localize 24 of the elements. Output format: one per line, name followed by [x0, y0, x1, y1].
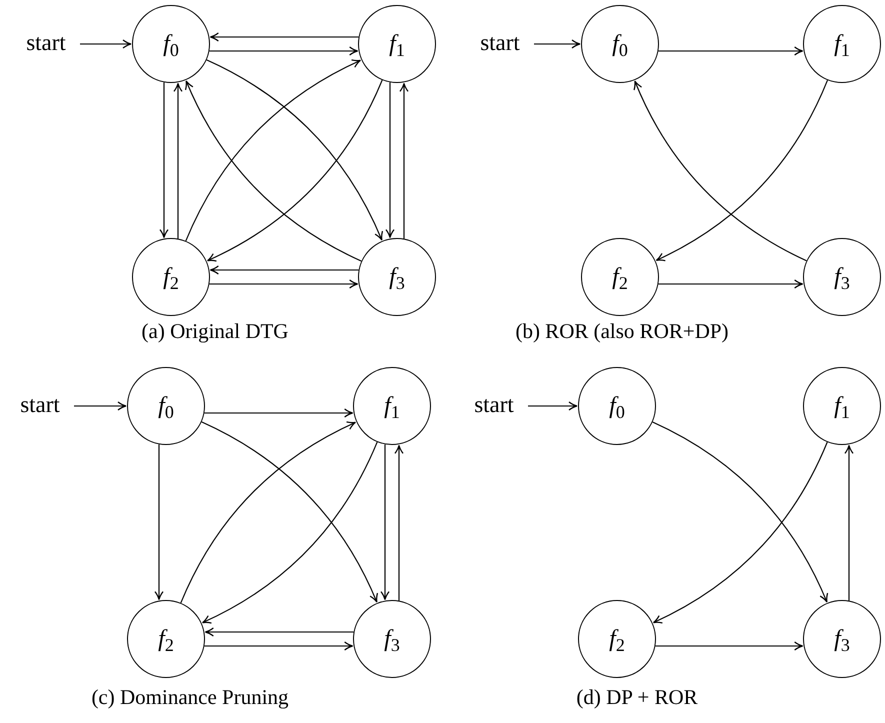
state-label: f$_{2}$ — [609, 627, 625, 651]
subfigure-caption: (d) DP + ROR — [576, 687, 698, 708]
state-label: f$_{1}$ — [389, 32, 405, 56]
subfigure-caption: (b) ROR (also ROR+DP) — [515, 321, 729, 342]
start-label: start — [466, 31, 534, 54]
state-label: f$_{1}$ — [834, 32, 850, 56]
start-label: start — [12, 31, 80, 54]
state-label: f$_{0}$ — [612, 32, 628, 56]
start-label: start — [6, 393, 74, 416]
state-label: f$_{2}$ — [163, 265, 179, 289]
state-label: f$_{1}$ — [834, 394, 850, 418]
subfigure-caption: (a) Original DTG — [142, 321, 288, 342]
state-label: f$_{3}$ — [384, 627, 400, 651]
state-label: f$_{0}$ — [163, 32, 179, 56]
state-label: f$_{3}$ — [389, 265, 405, 289]
state-label: f$_{2}$ — [612, 265, 628, 289]
state-label: f$_{3}$ — [834, 627, 850, 651]
state-label: f$_{0}$ — [158, 394, 174, 418]
state-label: f$_{3}$ — [834, 265, 850, 289]
state-label: f$_{2}$ — [158, 627, 174, 651]
state-label: f$_{0}$ — [609, 394, 625, 418]
state-label: f$_{1}$ — [384, 394, 400, 418]
subfigure-caption: (c) Dominance Pruning — [91, 687, 289, 708]
start-label: start — [460, 393, 528, 416]
